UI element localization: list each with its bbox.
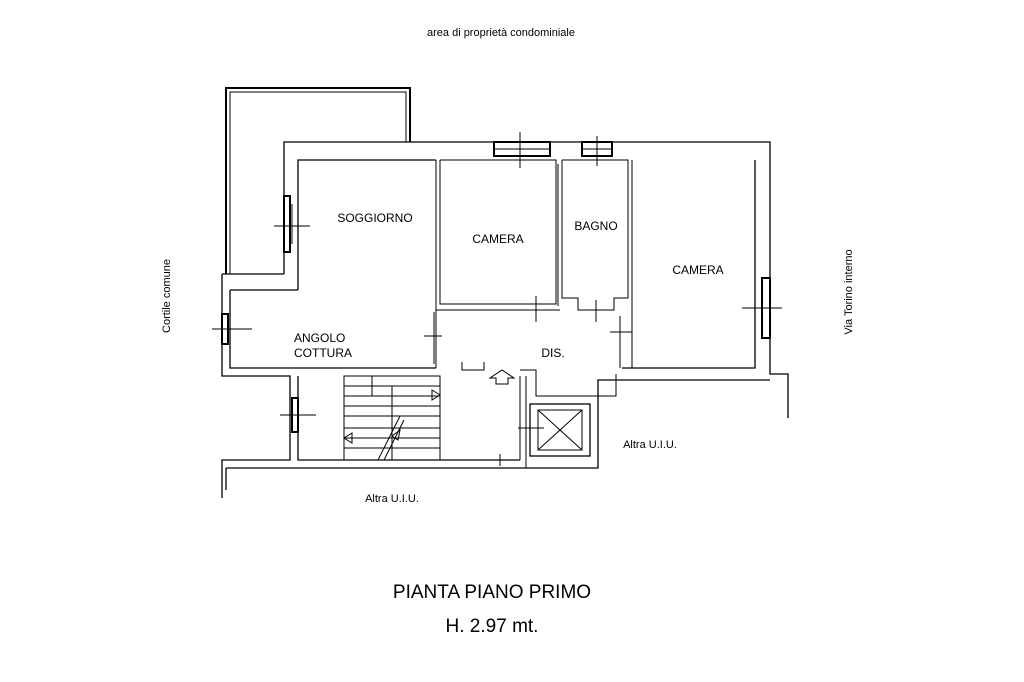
terrace [225, 87, 411, 274]
outer-walls [221, 141, 789, 498]
bottom-unit-label: Altra U.I.U. [365, 493, 419, 505]
staircase [343, 375, 441, 461]
plan-title: PIANTA PIANO PRIMO [393, 582, 591, 603]
room-angolo-line1: ANGOLO [294, 331, 345, 345]
elevator [529, 403, 591, 457]
room-dis: DIS. [541, 346, 564, 360]
interior-walls [435, 159, 755, 468]
windows [212, 132, 782, 433]
right-side-label: Via Torino interno [843, 249, 855, 334]
door-marks [424, 296, 632, 466]
plan-height: H. 2.97 mt. [446, 616, 539, 637]
top-area-label: area di proprietà condominiale [427, 27, 575, 39]
entrance-arrow-icon [488, 369, 516, 385]
room-bagno: BAGNO [574, 219, 617, 233]
left-side-label: Cortile comune [161, 259, 173, 333]
room-camera-1: CAMERA [472, 232, 523, 246]
room-camera-2: CAMERA [672, 263, 723, 277]
right-unit-label: Altra U.I.U. [623, 439, 677, 451]
room-angolo-line2: COTTURA [294, 346, 352, 360]
room-soggiorno: SOGGIORNO [337, 211, 412, 225]
